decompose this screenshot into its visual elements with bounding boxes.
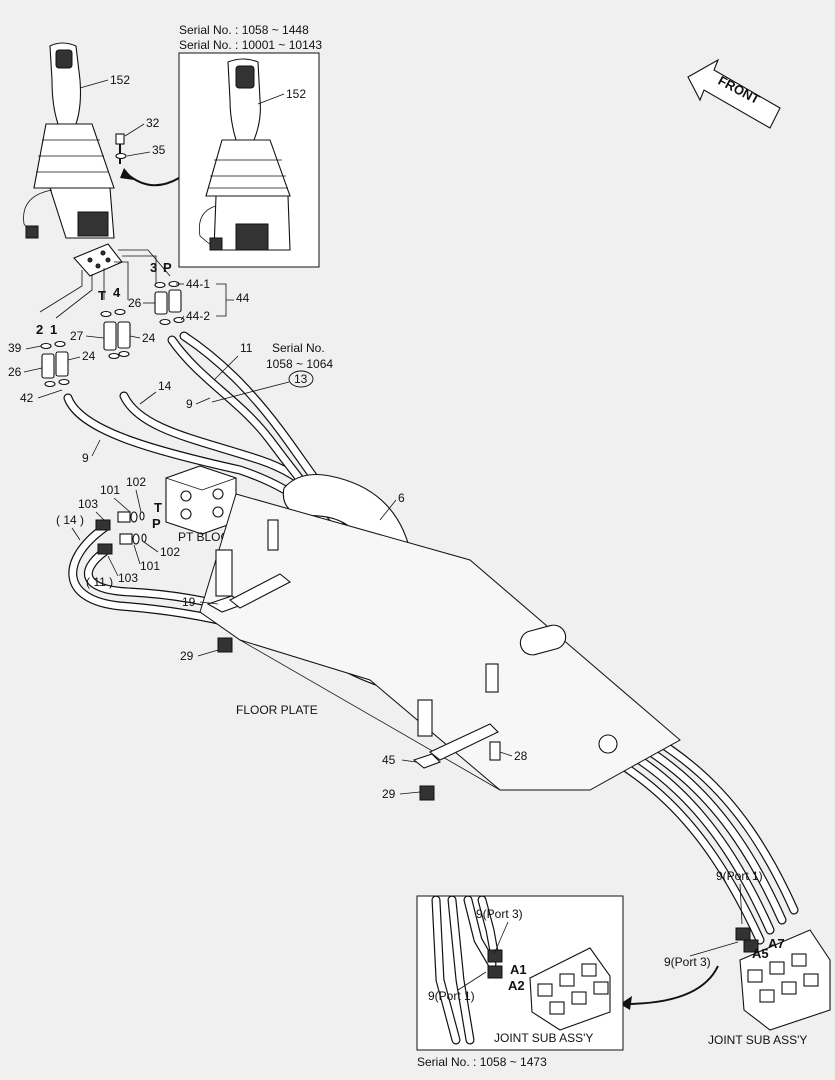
part-14-paren: ( 14 ) — [56, 513, 84, 527]
part-35: 35 — [152, 143, 166, 157]
part-26-right: 26 — [128, 296, 142, 310]
serial-mid-1: Serial No. — [272, 341, 325, 355]
part-32: 32 — [146, 116, 160, 130]
washer-35 — [115, 152, 127, 160]
part-101-top: 101 — [100, 483, 120, 497]
part-29-bottom: 29 — [382, 787, 396, 801]
port-T-label-top: T — [98, 288, 106, 303]
part-102-top: 102 — [126, 475, 146, 489]
part-103-top: 103 — [78, 497, 98, 511]
port-A2-label: A2 — [508, 978, 525, 993]
floor-plate — [199, 493, 681, 791]
part-45: 45 — [382, 753, 396, 767]
part-14: 14 — [158, 379, 172, 393]
part-6: 6 — [398, 491, 405, 505]
part-152-inset: 152 — [286, 87, 306, 101]
part-42: 42 — [20, 391, 34, 405]
part-11: 11 — [240, 341, 253, 355]
serial-bottom: Serial No. : 1058 ~ 1473 — [417, 1055, 547, 1069]
port-A7-label: A7 — [768, 936, 785, 951]
port-T-label-pt: T — [154, 500, 162, 515]
part-9-left: 9 — [82, 451, 89, 465]
serial-top-1: Serial No. : 1058 ~ 1448 — [179, 23, 309, 37]
part-152: 152 — [110, 73, 130, 87]
serial-mid-2: 1058 ~ 1064 — [266, 357, 333, 371]
front-arrow-icon — [687, 58, 781, 129]
part-44: 44 — [236, 291, 250, 305]
part-24-mid: 24 — [142, 331, 156, 345]
part-24-left: 24 — [82, 349, 96, 363]
joystick-main-drawing — [23, 42, 115, 239]
joint-inset-drawing — [431, 895, 611, 1045]
part-19: 19 — [182, 595, 196, 609]
part-44-1: 44-1 — [186, 277, 210, 291]
part-11-paren: ( 11 ) — [86, 575, 113, 589]
part-44-2: 44-2 — [186, 309, 210, 323]
fitting-group-t-4 — [100, 308, 131, 360]
port-P-label-top: P — [163, 260, 172, 275]
joint-label-inset: JOINT SUB ASS'Y — [494, 1031, 593, 1045]
part-29-top: 29 — [180, 649, 194, 663]
port-A1-label: A1 — [510, 962, 527, 977]
port-2-label: 2 — [36, 322, 43, 337]
fitting-group-2-1 — [40, 340, 70, 388]
hose-port3-inset: 9(Port 3) — [476, 907, 523, 921]
hose-port1-right: 9(Port 1) — [716, 869, 763, 883]
part-103-bottom: 103 — [118, 571, 138, 585]
serial-top-2: Serial No. : 10001 ~ 10143 — [179, 38, 322, 52]
joint-sub-assy-right — [735, 927, 831, 1031]
joint-label-right: JOINT SUB ASS'Y — [708, 1033, 807, 1047]
pt-block — [165, 465, 237, 535]
hose-port1-inset: 9(Port 1) — [428, 989, 475, 1003]
part-9-mid: 9 — [186, 397, 193, 411]
joystick-base-plate — [73, 243, 123, 277]
hose-port3-right: 9(Port 3) — [664, 955, 711, 969]
part-27: 27 — [70, 329, 84, 343]
part-39: 39 — [8, 341, 22, 355]
port-3-label: 3 — [150, 260, 157, 275]
joystick-inset-drawing — [198, 58, 291, 251]
fitting-group-3-p — [154, 280, 185, 326]
part-28: 28 — [514, 749, 528, 763]
part-102-bottom: 102 — [160, 545, 180, 559]
port-4-label: 4 — [113, 285, 121, 300]
bracket-19 — [206, 549, 292, 653]
port-1-label: 1 — [50, 322, 57, 337]
part-13: 13 — [294, 372, 308, 386]
pt-fittings — [95, 511, 147, 555]
floor-plate-label: FLOOR PLATE — [236, 703, 318, 717]
bracket-45 — [412, 663, 501, 801]
port-P-label-pt: P — [152, 516, 161, 531]
part-101-bottom: 101 — [140, 559, 160, 573]
part-13-circle — [288, 370, 314, 388]
port-A5-label: A5 — [752, 946, 769, 961]
bolt-32 — [115, 133, 125, 164]
part-26-left: 26 — [8, 365, 22, 379]
